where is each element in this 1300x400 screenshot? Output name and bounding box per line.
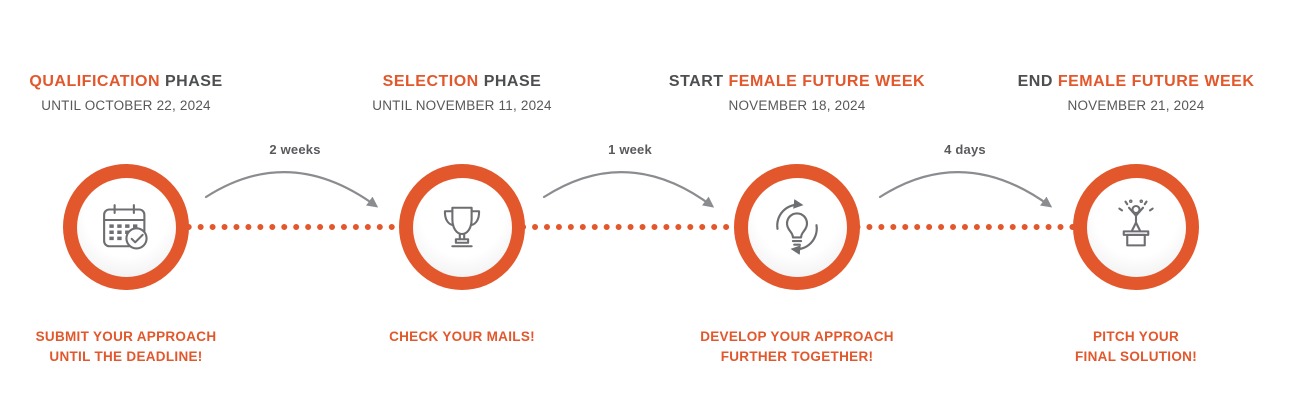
phase-start-female-future-week: START FEMALE FUTURE WEEK NOVEMBER 18, 20…: [647, 0, 947, 400]
phase-subtitle: UNTIL NOVEMBER 11, 2024: [372, 98, 552, 113]
phase-caption: SUBMIT YOUR APPROACH UNTIL THE DEADLINE!: [35, 329, 217, 365]
phase-title-accent: FEMALE FUTURE WEEK: [1057, 73, 1255, 90]
lightbulb-cycle-icon: [776, 199, 818, 255]
phase-subtitle: NOVEMBER 18, 2024: [728, 98, 866, 113]
connector-label-3: 4 days: [944, 142, 986, 157]
phase-title-prefix: END: [1017, 73, 1053, 90]
phase-qualification: QUALIFICATION PHASE UNTIL OCTOBER 22, 20…: [0, 0, 276, 400]
phase-selection: SELECTION PHASE UNTIL NOVEMBER 11, 2024 …: [312, 0, 612, 400]
winner-podium-icon: [1118, 199, 1154, 247]
phase-subtitle: NOVEMBER 21, 2024: [1067, 98, 1205, 113]
phase-title-suffix: PHASE: [483, 73, 542, 90]
phase-icon-circle-inner: [412, 177, 512, 277]
phase-icon-circle: [734, 164, 860, 290]
calendar-check-icon: [103, 204, 148, 250]
phase-icon-circle-inner: [76, 177, 176, 277]
confetti-marks: [1118, 199, 1154, 212]
connector-label-1: 2 weeks: [269, 142, 321, 157]
phase-caption: PITCH YOUR FINAL SOLUTION!: [1075, 329, 1197, 365]
phase-title-accent: FEMALE FUTURE WEEK: [728, 73, 926, 90]
phase-title-prefix: START: [668, 73, 724, 90]
phase-subtitle: UNTIL OCTOBER 22, 2024: [41, 98, 211, 113]
phase-caption: DEVELOP YOUR APPROACH FURTHER TOGETHER!: [700, 329, 894, 365]
phase-title-accent: SELECTION: [382, 73, 479, 90]
phase-caption: CHECK YOUR MAILS!: [389, 329, 535, 344]
phase-title: END FEMALE FUTURE WEEK: [986, 73, 1286, 91]
phase-icon-circle: [399, 164, 525, 290]
phase-icon-circle-inner: [1086, 177, 1186, 277]
phase-title: START FEMALE FUTURE WEEK: [647, 73, 947, 91]
phase-title: QUALIFICATION PHASE: [0, 73, 276, 91]
phase-title: SELECTION PHASE: [312, 73, 612, 91]
trophy-icon: [443, 206, 481, 248]
phase-title-suffix: PHASE: [164, 73, 223, 90]
phase-icon-circle-inner: [747, 177, 847, 277]
timeline-dotted-connector: [126, 224, 1136, 230]
phase-end-female-future-week: END FEMALE FUTURE WEEK NOVEMBER 21, 2024: [986, 0, 1286, 400]
phase-icon-circle: [63, 164, 189, 290]
phase-icon-circle: [1073, 164, 1199, 290]
phase-title-accent: QUALIFICATION: [29, 73, 161, 90]
connector-label-2: 1 week: [608, 142, 652, 157]
